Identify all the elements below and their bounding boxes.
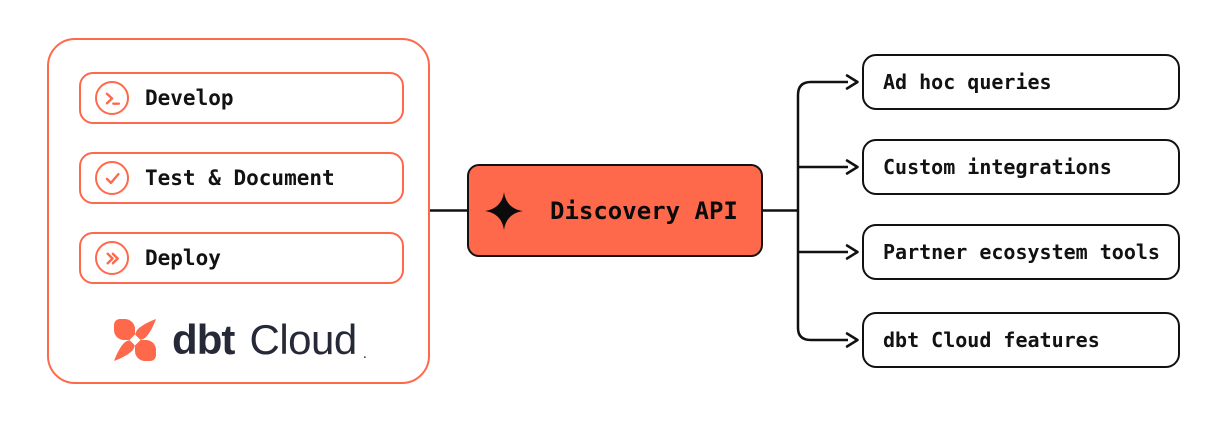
discovery-api-node: Discovery API xyxy=(467,164,763,257)
arrowhead-icon xyxy=(845,244,859,260)
connector-branch-top xyxy=(796,80,848,96)
dbt-cloud-logo: dbt Cloud . xyxy=(49,312,428,368)
double-chevron-right-icon xyxy=(95,241,129,275)
consumer-dbt-cloud-features: dbt Cloud features xyxy=(862,312,1180,368)
arrowhead-icon xyxy=(845,332,859,348)
dbt-cloud-panel: Develop Test & Document Deploy xyxy=(47,38,430,384)
stage-develop: Develop xyxy=(79,72,404,124)
terminal-prompt-icon xyxy=(95,81,129,115)
logo-dbt-text: dbt xyxy=(172,316,235,363)
arrowhead-icon xyxy=(845,159,859,175)
logo-trademark-dot: . xyxy=(362,345,367,362)
consumer-label: Custom integrations xyxy=(883,155,1112,179)
logo-cloud-text xyxy=(236,316,247,363)
consumer-label: dbt Cloud features xyxy=(883,328,1100,352)
stage-label: Test & Document xyxy=(145,166,335,190)
logo-cloud-text: Cloud xyxy=(249,316,358,363)
stage-label: Develop xyxy=(145,86,234,110)
stage-label: Deploy xyxy=(145,246,221,270)
consumer-custom-integrations: Custom integrations xyxy=(862,139,1180,195)
consumer-ad-hoc-queries: Ad hoc queries xyxy=(862,54,1180,110)
check-circle-icon xyxy=(95,161,129,195)
sparkle-icon xyxy=(485,191,523,230)
consumer-label: Partner ecosystem tools xyxy=(883,240,1160,264)
logo-wordmark: dbt Cloud xyxy=(172,315,357,365)
connector-branch-bottom xyxy=(796,327,848,342)
consumer-label: Ad hoc queries xyxy=(883,70,1052,94)
arrowhead-icon xyxy=(845,74,859,90)
stage-test-document: Test & Document xyxy=(79,152,404,204)
dbt-logo-mark-icon xyxy=(114,319,157,361)
api-label: Discovery API xyxy=(550,196,738,225)
consumer-partner-ecosystem-tools: Partner ecosystem tools xyxy=(862,224,1180,280)
stage-deploy: Deploy xyxy=(79,232,404,284)
